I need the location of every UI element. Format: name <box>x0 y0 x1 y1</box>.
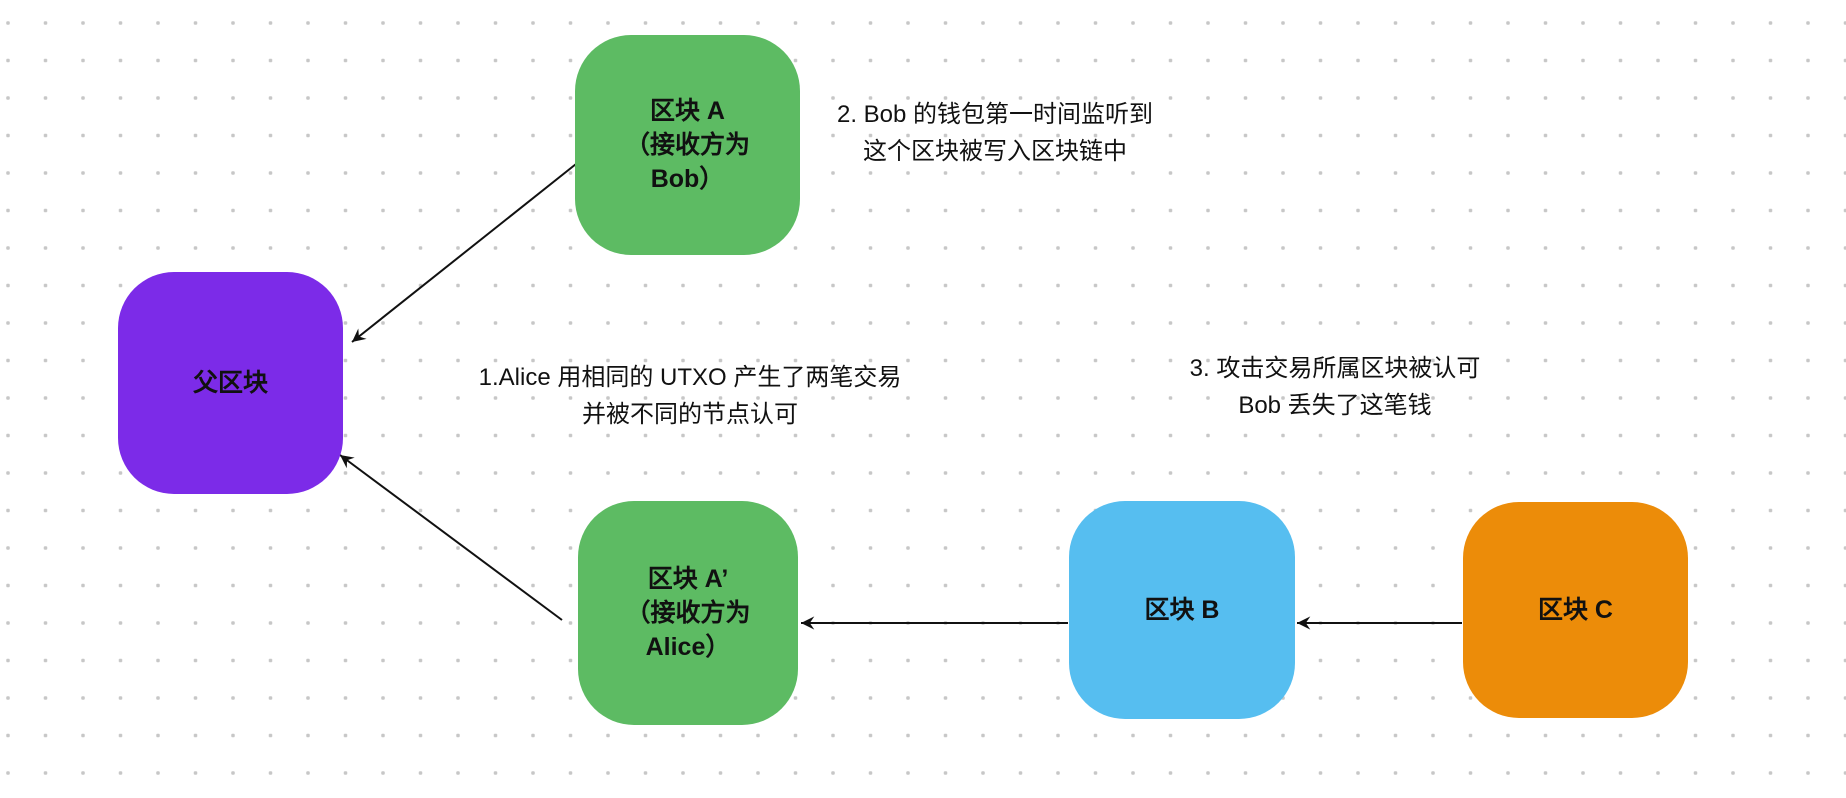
node-parent-block[interactable]: 父区块 <box>118 272 343 494</box>
node-block-c-label: 区块 C <box>1537 596 1613 624</box>
annotation-step-2[interactable]: 2. Bob 的钱包第一时间监听到 这个区块被写入区块链中 <box>836 101 1154 165</box>
node-parent-block-label: 父区块 <box>192 369 268 397</box>
node-block-a-prime[interactable]: 区块 A’ （接收方为 Alice） <box>578 501 798 725</box>
node-block-a-label: 区块 A （接收方为 Bob） <box>624 97 750 193</box>
annotation-step-1[interactable]: 1.Alice 用相同的 UTXO 产生了两笔交易 并被不同的节点认可 <box>478 364 902 428</box>
node-block-b[interactable]: 区块 B <box>1069 501 1295 719</box>
arrow-block-a-to-parent[interactable] <box>351 163 577 343</box>
node-block-a-prime-label: 区块 A’ （接收方为 Alice） <box>625 565 751 661</box>
arrow-block-a-prime-to-parent[interactable] <box>339 454 563 621</box>
node-block-a[interactable]: 区块 A （接收方为 Bob） <box>575 35 800 255</box>
node-block-b-label: 区块 B <box>1144 596 1220 624</box>
node-block-c[interactable]: 区块 C <box>1463 502 1688 718</box>
annotation-step-3[interactable]: 3. 攻击交易所属区块被认可 Bob 丢失了这笔钱 <box>1189 355 1481 419</box>
